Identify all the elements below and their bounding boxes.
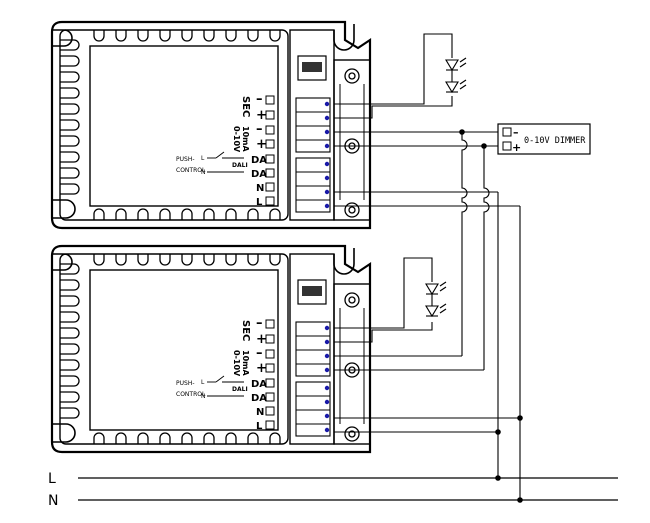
bottom-fins — [93, 208, 281, 220]
mounting-ear-bottom-left — [52, 423, 76, 443]
mounting-hook — [333, 24, 355, 51]
terminal-slots — [295, 97, 331, 213]
dip-switch — [297, 279, 327, 305]
sec-plus: + — [256, 332, 267, 347]
terminal-cover — [333, 59, 371, 221]
terminal-cover — [333, 283, 371, 445]
dimmer-label: 0-10V DIMMER — [524, 136, 586, 146]
terminal-boxes — [265, 319, 275, 430]
control-label: CONTROL — [176, 391, 206, 398]
terminal-screws — [324, 101, 330, 209]
dim-minus: – — [256, 346, 263, 361]
dali-label: DALI — [232, 386, 248, 393]
da2-label: DA — [251, 169, 267, 180]
dali-label: DALI — [232, 162, 248, 169]
mounting-ear-top-left — [52, 253, 73, 271]
left-fins — [60, 39, 80, 195]
dimming-label-2: 10mA — [241, 350, 250, 376]
dip-switch — [297, 55, 327, 81]
left-fins — [60, 263, 80, 419]
push-label: PUSH- — [176, 156, 195, 163]
mains-l-label: L — [48, 471, 56, 487]
l-label: L — [256, 421, 263, 432]
driver-2: SEC 0-10V 10mA – + – + DA DA N L PUSH- C… — [50, 244, 372, 454]
driver-label-area — [89, 45, 279, 207]
dimming-label-1: 0-10V — [232, 126, 241, 153]
mains-n-label: N — [48, 493, 58, 509]
driver-housing — [50, 20, 372, 230]
switch-n: N — [201, 169, 206, 176]
led-string-1 — [445, 57, 467, 94]
switch-l: L — [201, 155, 205, 162]
n-label: N — [256, 183, 264, 194]
terminal-slots — [295, 321, 331, 437]
da2-label: DA — [251, 393, 267, 404]
dimmer-plus: + — [512, 141, 521, 154]
wiring — [334, 33, 521, 500]
clamp-screws — [344, 292, 360, 442]
led-string-2 — [425, 281, 447, 318]
terminal-boxes — [265, 95, 275, 206]
sec-minus: – — [256, 316, 263, 331]
dim-plus: + — [256, 137, 267, 152]
control-label: CONTROL — [176, 167, 206, 174]
sec-minus: – — [256, 92, 263, 107]
driver-inner-frame — [59, 29, 289, 221]
n-label: N — [256, 407, 264, 418]
dimmer-minus: – — [513, 126, 519, 139]
push-switch-wires — [207, 375, 244, 397]
dimming-label-1: 0-10V — [232, 350, 241, 377]
switch-n: N — [201, 393, 206, 400]
clamp-screws — [344, 68, 360, 218]
sec-label: SEC — [240, 320, 251, 341]
junction-dots — [459, 129, 523, 503]
dimmer-box — [497, 123, 591, 155]
da1-label: DA — [251, 155, 267, 166]
mains: L N — [48, 471, 618, 509]
driver-inner-frame — [59, 253, 289, 445]
dim-plus: + — [256, 361, 267, 376]
sec-plus: + — [256, 108, 267, 123]
mounting-ear-bottom-left — [52, 199, 76, 219]
dim-minus: – — [256, 122, 263, 137]
driver-housing — [50, 244, 372, 454]
push-label: PUSH- — [176, 380, 195, 387]
push-switch-wires — [207, 151, 244, 173]
sec-label: SEC — [240, 96, 251, 117]
da1-label: DA — [251, 379, 267, 390]
top-fins — [93, 254, 281, 266]
dimmer: – + 0-10V DIMMER — [497, 123, 591, 155]
mounting-ear-top-left — [52, 29, 73, 47]
terminal-screws — [324, 325, 330, 433]
mounting-hook — [333, 248, 355, 275]
bottom-fins — [93, 432, 281, 444]
switch-l: L — [201, 379, 205, 386]
driver-label-area — [89, 269, 279, 431]
dimming-label-2: 10mA — [241, 126, 250, 152]
l-label: L — [256, 197, 263, 208]
driver-1: SEC 0-10V 10mA – + – + DA DA N L PUSH- C… — [50, 20, 372, 230]
top-fins — [93, 30, 281, 42]
